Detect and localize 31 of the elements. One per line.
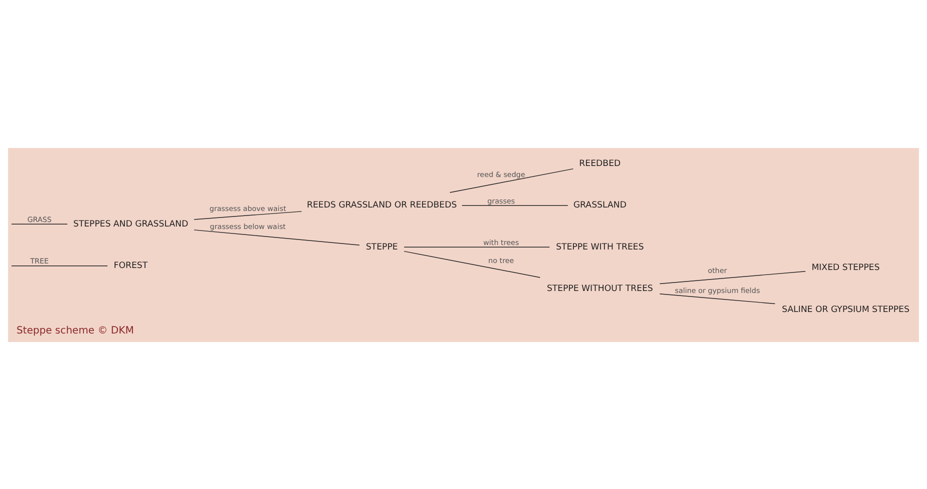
edge-label: no tree [488, 255, 514, 264]
node-text: STEPPES AND GRASSLAND [73, 218, 188, 229]
connector [659, 270, 806, 284]
node-text: STEPPE [366, 242, 398, 252]
edge-label: other [708, 266, 727, 275]
node-text: STEPPE WITHOUT TREES [546, 284, 654, 294]
connector [659, 293, 776, 304]
edge-label: TREE [30, 256, 49, 266]
caption: Steppe scheme © DKM [16, 325, 134, 336]
edge-label: with trees [483, 238, 519, 246]
edge-label: GRASS [27, 214, 52, 224]
node-text: FOREST [114, 260, 148, 271]
connector [404, 250, 540, 278]
node-text: MIXED STEPPES [812, 262, 880, 273]
node-text: STEPPE WITH TREES [556, 242, 644, 252]
edge-label: grassess above waist [210, 204, 286, 213]
edge-label: saline or gypsium fields [674, 286, 760, 295]
edge-label: grassess below waist [210, 222, 286, 231]
node-text: REEDBED [579, 158, 621, 169]
connector [450, 168, 574, 192]
connector [404, 246, 550, 248]
node-text: SALINE OR GYPSIUM STEPPES [782, 304, 910, 314]
node-text: GRASSLAND [573, 200, 626, 210]
connector [462, 204, 568, 206]
connector [194, 210, 302, 220]
connector [11, 223, 68, 224]
node-text: REEDS GRASSLAND OR REEDBEDS [306, 200, 457, 210]
edge-label: reed & sedge [477, 169, 526, 178]
connector [11, 264, 108, 266]
connector [194, 229, 360, 246]
edge-label: grasses [487, 196, 515, 205]
